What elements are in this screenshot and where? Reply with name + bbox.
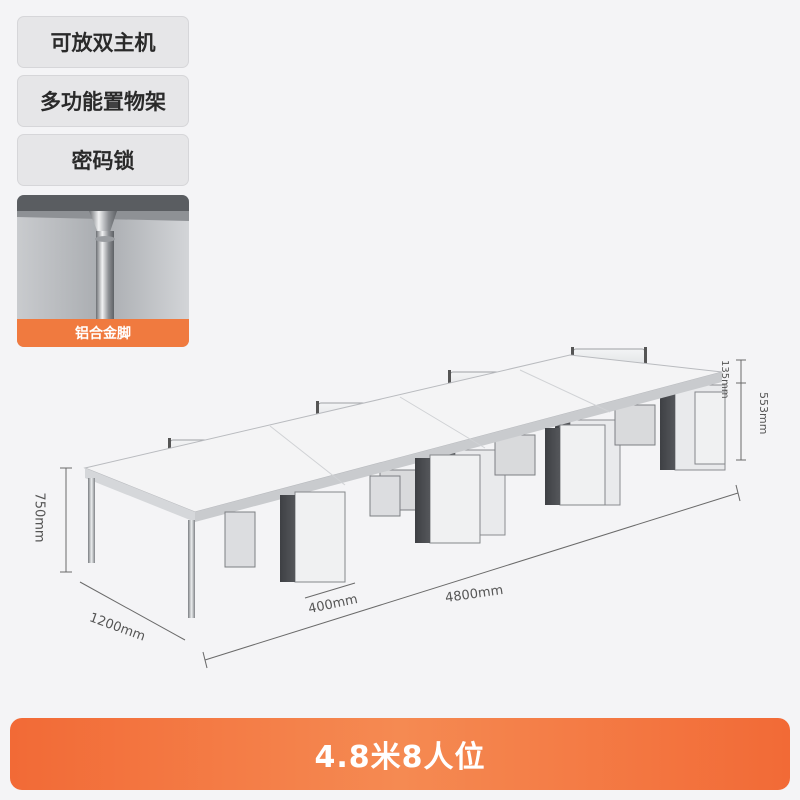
height-dimension-label: 750mm [31, 492, 47, 543]
feature-tag-lock: 密码锁 [17, 134, 189, 186]
dimension-lines [60, 359, 746, 669]
desk-top [83, 354, 723, 522]
desk-legs [88, 478, 195, 618]
partition-bottom-label: 553mm [757, 392, 770, 435]
front-cabinets [224, 391, 726, 583]
desk-illustration [60, 347, 746, 669]
partition-top-label: 135mm [719, 360, 730, 399]
banner-title: 4.8米8人位 [314, 740, 486, 775]
aluminum-leg-thumbnail: 铝合金脚 [17, 195, 189, 347]
feature-tag-dual-host: 可放双主机 [17, 16, 189, 68]
product-banner: 4.8米8人位 [10, 718, 790, 790]
thumbnail-caption: 铝合金脚 [17, 319, 189, 347]
feature-tag-shelf: 多功能置物架 [17, 75, 189, 127]
